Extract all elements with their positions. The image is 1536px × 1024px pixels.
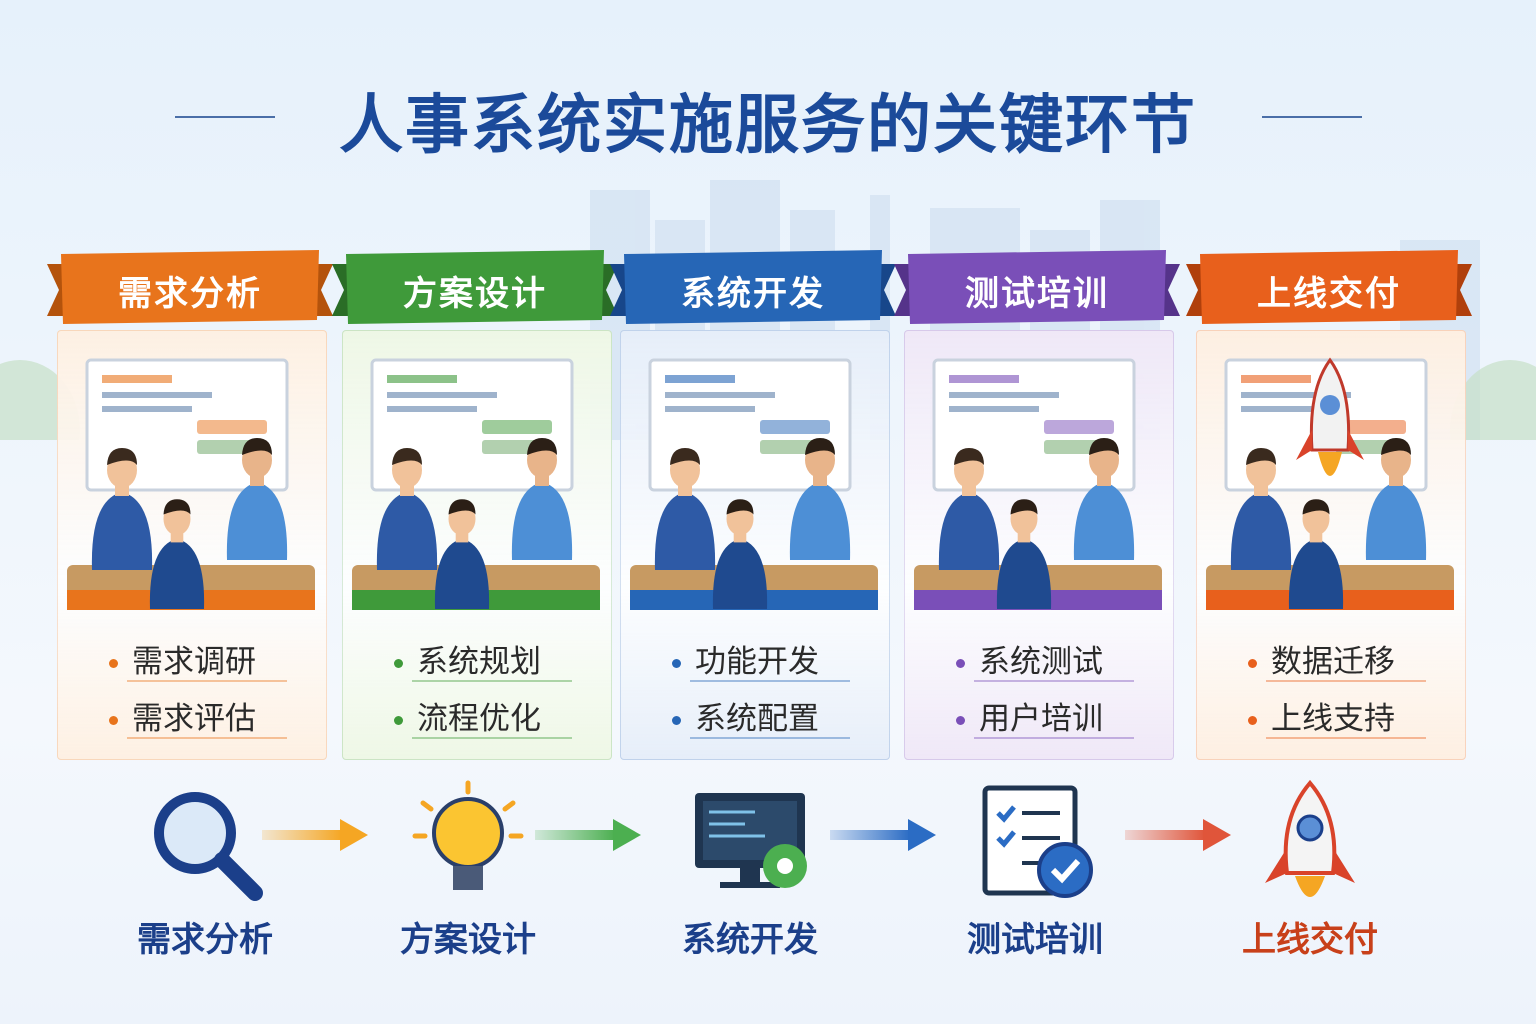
item-underline bbox=[1266, 737, 1426, 739]
stage-item: 需求调研 bbox=[109, 636, 256, 681]
ribbon-shape bbox=[332, 250, 618, 324]
flow-label: 系统开发 bbox=[682, 920, 818, 960]
title-line-left bbox=[175, 116, 275, 118]
stage-item: 需求评估 bbox=[109, 693, 256, 738]
monitor-gear-icon bbox=[695, 793, 807, 888]
lightbulb-icon bbox=[412, 780, 524, 890]
stage-item-text: 系统规划 bbox=[417, 644, 541, 680]
item-underline bbox=[1266, 680, 1426, 682]
bullet-dot bbox=[109, 716, 118, 725]
bullet-dot bbox=[1248, 659, 1257, 668]
bullet-dot bbox=[109, 659, 118, 668]
flow-label: 上线交付 bbox=[1242, 920, 1378, 960]
stage-item-text: 数据迁移 bbox=[1271, 644, 1395, 680]
flow-label: 方案设计 bbox=[400, 920, 536, 960]
bullet-dot bbox=[1248, 716, 1257, 725]
flow-label: 测试培训 bbox=[967, 920, 1103, 960]
stage-item-text: 需求评估 bbox=[132, 701, 256, 737]
stage-title: 方案设计 bbox=[403, 274, 547, 314]
stage-item-text: 需求调研 bbox=[132, 644, 256, 680]
ribbon-shape bbox=[1186, 250, 1472, 324]
stage-ribbon-3: 系统开发 bbox=[610, 250, 896, 328]
stage-ribbon-1: 需求分析 bbox=[47, 250, 333, 328]
flow-label: 需求分析 bbox=[137, 920, 273, 960]
ribbon-shape bbox=[47, 250, 333, 324]
item-underline bbox=[127, 737, 287, 739]
flow-arrow bbox=[262, 819, 368, 851]
page-title: 人事系统实施服务的关键环节 bbox=[339, 89, 1197, 163]
stage-item: 系统规划 bbox=[394, 636, 541, 681]
ribbon-shape bbox=[610, 250, 896, 324]
bullet-dot bbox=[956, 659, 965, 668]
item-underline bbox=[974, 737, 1134, 739]
stage-item: 流程优化 bbox=[394, 693, 541, 738]
stage-item-text: 功能开发 bbox=[695, 644, 819, 680]
stage-title: 上线交付 bbox=[1257, 274, 1401, 314]
stage-item: 数据迁移 bbox=[1248, 636, 1395, 681]
stage-illustration-3 bbox=[630, 358, 878, 610]
stage-item-text: 系统测试 bbox=[979, 644, 1103, 680]
flow-arrow bbox=[1125, 819, 1231, 851]
bullet-dot bbox=[672, 716, 681, 725]
item-underline bbox=[974, 680, 1134, 682]
stage-title: 系统开发 bbox=[681, 274, 825, 314]
stage-illustration-1 bbox=[67, 358, 315, 610]
stage-illustration-2 bbox=[352, 358, 600, 610]
item-underline bbox=[412, 680, 572, 682]
item-underline bbox=[690, 680, 850, 682]
stage-item: 功能开发 bbox=[672, 636, 819, 681]
stage-item: 用户培训 bbox=[956, 693, 1103, 738]
title-area: 人事系统实施服务的关键环节 bbox=[0, 72, 1536, 163]
stage-item: 系统配置 bbox=[672, 693, 819, 738]
stage-illustration-5 bbox=[1206, 357, 1454, 610]
ribbon-shape bbox=[894, 250, 1180, 324]
bullet-dot bbox=[394, 716, 403, 725]
checklist-icon bbox=[982, 785, 1093, 898]
stage-item-text: 系统配置 bbox=[695, 701, 819, 737]
bullet-dot bbox=[672, 659, 681, 668]
item-underline bbox=[690, 737, 850, 739]
bullet-dot bbox=[956, 716, 965, 725]
stage-title: 需求分析 bbox=[118, 274, 262, 314]
stage-item-text: 流程优化 bbox=[417, 701, 541, 737]
stage-item-text: 上线支持 bbox=[1271, 701, 1395, 737]
stage-item: 上线支持 bbox=[1248, 693, 1395, 738]
flow-arrow bbox=[830, 819, 936, 851]
stage-ribbon-4: 测试培训 bbox=[894, 250, 1180, 328]
item-underline bbox=[412, 737, 572, 739]
item-underline bbox=[127, 680, 287, 682]
magnifier-icon bbox=[154, 792, 263, 901]
stage-ribbon-5: 上线交付 bbox=[1186, 250, 1472, 328]
stage-item: 系统测试 bbox=[956, 636, 1103, 681]
rocket-icon bbox=[1265, 779, 1355, 897]
stage-ribbon-2: 方案设计 bbox=[332, 250, 618, 328]
stage-title: 测试培训 bbox=[965, 274, 1109, 314]
title-line-right bbox=[1262, 116, 1362, 118]
flow-arrow bbox=[535, 819, 641, 851]
bullet-dot bbox=[394, 659, 403, 668]
stage-illustration-4 bbox=[914, 358, 1162, 610]
stage-item-text: 用户培训 bbox=[979, 701, 1103, 737]
